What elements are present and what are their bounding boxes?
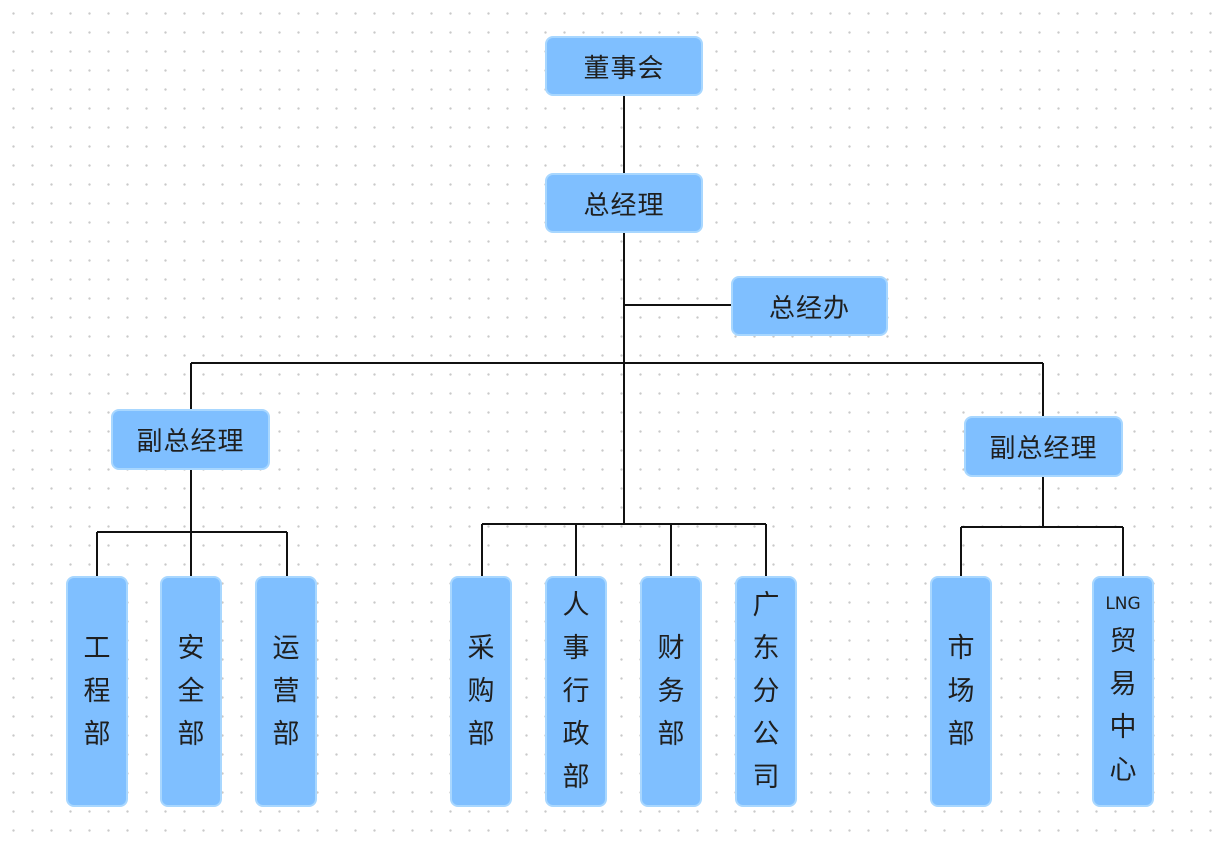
node-finance[interactable]: 财务部 — [640, 576, 702, 807]
node-general-manager[interactable]: 总经理 — [545, 173, 703, 233]
node-vice-gm-right-label: 副总经理 — [989, 434, 1098, 464]
node-lng-trade-center[interactable]: LNG 贸易中心 — [1092, 576, 1154, 807]
node-lng-prefix: LNG — [1105, 593, 1141, 614]
node-board[interactable]: 董事会 — [545, 36, 703, 96]
node-gm-office[interactable]: 总经办 — [731, 276, 888, 336]
node-vice-gm-left[interactable]: 副总经理 — [111, 409, 270, 470]
node-vice-gm-left-label: 副总经理 — [136, 427, 245, 457]
node-safety-label: 安全部 — [177, 633, 205, 750]
node-safety[interactable]: 安全部 — [160, 576, 222, 807]
node-vice-gm-right[interactable]: 副总经理 — [964, 416, 1123, 477]
node-procurement[interactable]: 采购部 — [450, 576, 512, 807]
node-general-manager-label: 总经理 — [583, 190, 665, 221]
node-engineering-label: 工程部 — [83, 633, 111, 750]
node-marketing[interactable]: 市场部 — [930, 576, 992, 807]
node-guangdong-branch-label: 广东分公司 — [752, 590, 780, 793]
node-operations-label: 运营部 — [272, 633, 300, 750]
node-marketing-label: 市场部 — [947, 633, 975, 750]
node-finance-label: 财务部 — [657, 633, 685, 750]
node-operations[interactable]: 运营部 — [255, 576, 317, 807]
node-guangdong-branch[interactable]: 广东分公司 — [735, 576, 797, 807]
node-hr-admin[interactable]: 人事行政部 — [545, 576, 607, 807]
node-lng-trade-center-label: 贸易中心 — [1109, 625, 1137, 786]
node-procurement-label: 采购部 — [467, 633, 495, 750]
node-gm-office-label: 总经办 — [768, 293, 850, 324]
node-board-label: 董事会 — [583, 53, 665, 84]
node-hr-admin-label: 人事行政部 — [562, 590, 590, 793]
node-engineering[interactable]: 工程部 — [66, 576, 128, 807]
